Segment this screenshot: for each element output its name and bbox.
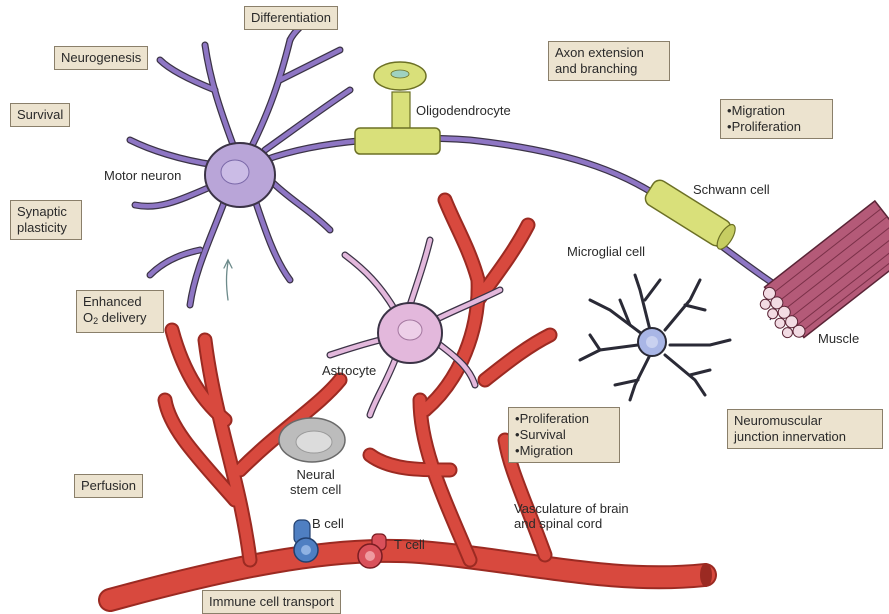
vascular-effect-item: Migration <box>515 443 613 459</box>
oligodendrocyte-label: Oligodendrocyte <box>416 103 511 118</box>
t-cell-label: T cell <box>394 537 425 552</box>
plasticity-line: plasticity <box>17 220 75 236</box>
muscle-label: Muscle <box>818 331 859 346</box>
differentiation-box: Differentiation <box>244 6 338 30</box>
axon-line2: and branching <box>555 61 663 77</box>
nmj-line1: Neuromuscular <box>734 413 876 429</box>
microglial-cell-label: Microglial cell <box>567 244 645 259</box>
neural-stem-cell <box>279 418 345 462</box>
astrocyte-label: Astrocyte <box>322 363 376 378</box>
delivery-text: delivery <box>98 310 146 325</box>
motor-neuron <box>130 15 350 305</box>
vascular-effect-item: Proliferation <box>515 411 613 427</box>
enhanced-line: Enhanced <box>83 294 157 310</box>
schwann-effects-box: Migration Proliferation <box>720 99 833 139</box>
perfusion-box: Perfusion <box>74 474 143 498</box>
stem-cell-line: stem cell <box>290 482 341 497</box>
schwann-effect-item: Migration <box>727 103 826 119</box>
vasculature-line1: Vasculature of brain <box>514 501 629 516</box>
schwann-cell-label: Schwann cell <box>693 182 770 197</box>
o2-delivery-line: O2 delivery <box>83 310 157 329</box>
enhanced-o2-box: Enhanced O2 delivery <box>76 290 164 333</box>
immune-cell-transport-box: Immune cell transport <box>202 590 341 614</box>
muscle <box>753 201 889 347</box>
nmj-line2: junction innervation <box>734 429 876 445</box>
axon <box>265 138 840 325</box>
motor-neuron-label: Motor neuron <box>104 168 181 183</box>
vasculature-label: Vasculature of brain and spinal cord <box>514 501 629 531</box>
axon-extension-box: Axon extension and branching <box>548 41 670 81</box>
synaptic-line: Synaptic <box>17 204 75 220</box>
vascular-effect-item: Survival <box>515 427 613 443</box>
survival-box: Survival <box>10 103 70 127</box>
axon-line1: Axon extension <box>555 45 663 61</box>
b-cell-label: B cell <box>312 516 344 531</box>
vasculature-line2: and spinal cord <box>514 516 629 531</box>
schwann-effect-item: Proliferation <box>727 119 826 135</box>
nmj-innervation-box: Neuromuscular junction innervation <box>727 409 883 449</box>
o-symbol: O <box>83 310 93 325</box>
neural-stem-cell-label: Neural stem cell <box>290 467 341 497</box>
neurogenesis-box: Neurogenesis <box>54 46 148 70</box>
microglial-cell <box>580 275 730 400</box>
synaptic-plasticity-box: Synaptic plasticity <box>10 200 82 240</box>
vascular-effects-box: Proliferation Survival Migration <box>508 407 620 463</box>
neural-line: Neural <box>290 467 341 482</box>
